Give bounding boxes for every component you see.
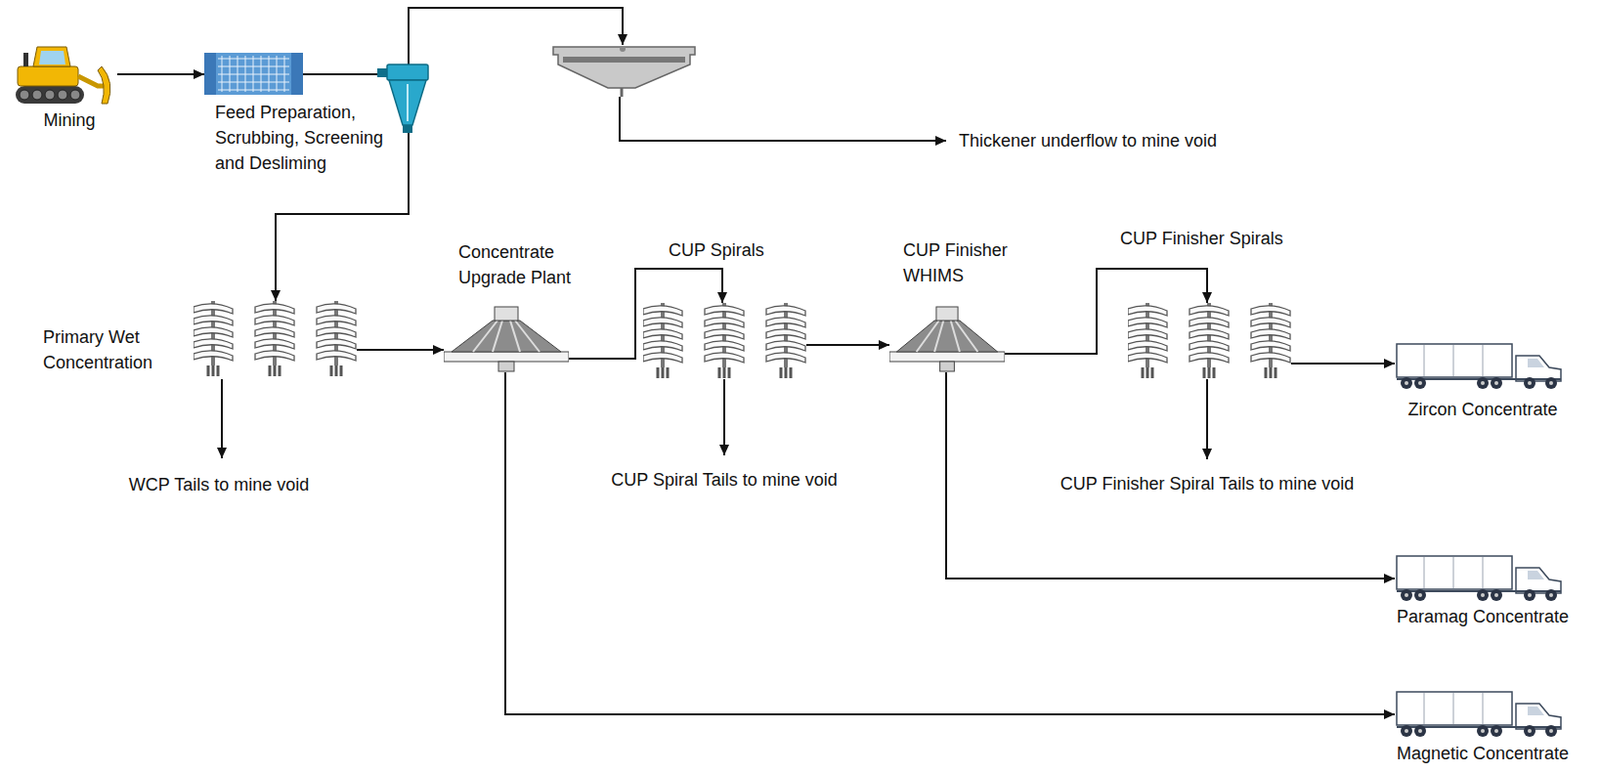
thickener-feed-line xyxy=(221,7,1208,460)
spiral-icon xyxy=(643,302,807,380)
truck-drawing xyxy=(1396,344,1561,390)
cup-icon xyxy=(443,302,569,373)
tails-label: CUP Finisher Spiral Tails to mine void xyxy=(1011,471,1403,497)
cup-drawing xyxy=(443,306,569,372)
screen-drawing xyxy=(204,52,303,95)
flow-arrow xyxy=(356,348,444,351)
tails-label: WCP Tails to mine void xyxy=(72,472,366,498)
dozer-icon xyxy=(9,43,118,106)
spiral-drawing xyxy=(193,301,356,377)
process-unit: CUP Spirals xyxy=(643,302,807,380)
underflow-line xyxy=(619,96,947,141)
product-truck: Paramag Concentrate xyxy=(1394,554,1564,603)
process-unit: Mining xyxy=(9,43,118,106)
spiral-icon xyxy=(1127,302,1292,380)
flow-arrow xyxy=(806,344,890,346)
tails-line xyxy=(220,379,223,459)
unit-label: CUP Finisher Spirals xyxy=(1120,225,1316,252)
unit-label: Mining xyxy=(10,107,129,133)
unit-label: Paramag Concentrate xyxy=(1384,604,1581,630)
truck-drawing xyxy=(1396,691,1561,737)
spiral-drawing xyxy=(1127,302,1291,379)
cup-drawing xyxy=(889,306,1005,372)
tails-line xyxy=(1206,379,1209,460)
unit-label: Concentrate Upgrade Plant xyxy=(458,239,596,291)
flow-arrow xyxy=(1291,362,1395,365)
truck-icon xyxy=(1394,342,1564,390)
truck-icon xyxy=(1394,690,1564,738)
screen-icon xyxy=(204,52,303,95)
product-truck: Magnetic Concentrate xyxy=(1394,690,1564,738)
tails-label: Thickener underflow to mine void xyxy=(958,128,1311,154)
unit-label: Feed Preparation, Scrubbing, Screening a… xyxy=(215,99,411,176)
process-unit: Concentrate Upgrade Plant xyxy=(443,302,569,373)
spiral-icon xyxy=(193,301,357,378)
product-truck: Zircon Concentrate xyxy=(1394,342,1564,390)
unit-label: Zircon Concentrate xyxy=(1384,396,1581,423)
flow-arrow xyxy=(568,268,723,359)
tails-label: CUP Spiral Tails to mine void xyxy=(558,467,891,493)
unit-label: CUP Spirals xyxy=(668,237,806,263)
process-unit: Primary Wet Concentration xyxy=(193,301,357,378)
thickener-symbol xyxy=(553,45,695,97)
cyclone-symbol xyxy=(377,64,429,133)
flow-arrow xyxy=(117,73,205,76)
flow-arrow xyxy=(1004,268,1208,354)
unit-label: CUP Finisher WHIMS xyxy=(903,237,1026,289)
cup-icon xyxy=(889,302,1005,373)
unit-label: Magnetic Concentrate xyxy=(1384,740,1581,767)
truck-drawing xyxy=(1396,556,1561,602)
dozer-drawing xyxy=(15,46,111,104)
process-unit: CUP Finisher Spirals xyxy=(1127,302,1292,380)
process-unit: CUP Finisher WHIMS xyxy=(889,302,1005,373)
flow-arrow xyxy=(505,372,1395,715)
tails-line xyxy=(723,379,726,456)
spiral-drawing xyxy=(643,302,806,379)
truck-icon xyxy=(1394,554,1564,603)
unit-label: Primary Wet Concentration xyxy=(43,324,180,376)
process-unit: Feed Preparation, Scrubbing, Screening a… xyxy=(204,52,303,95)
